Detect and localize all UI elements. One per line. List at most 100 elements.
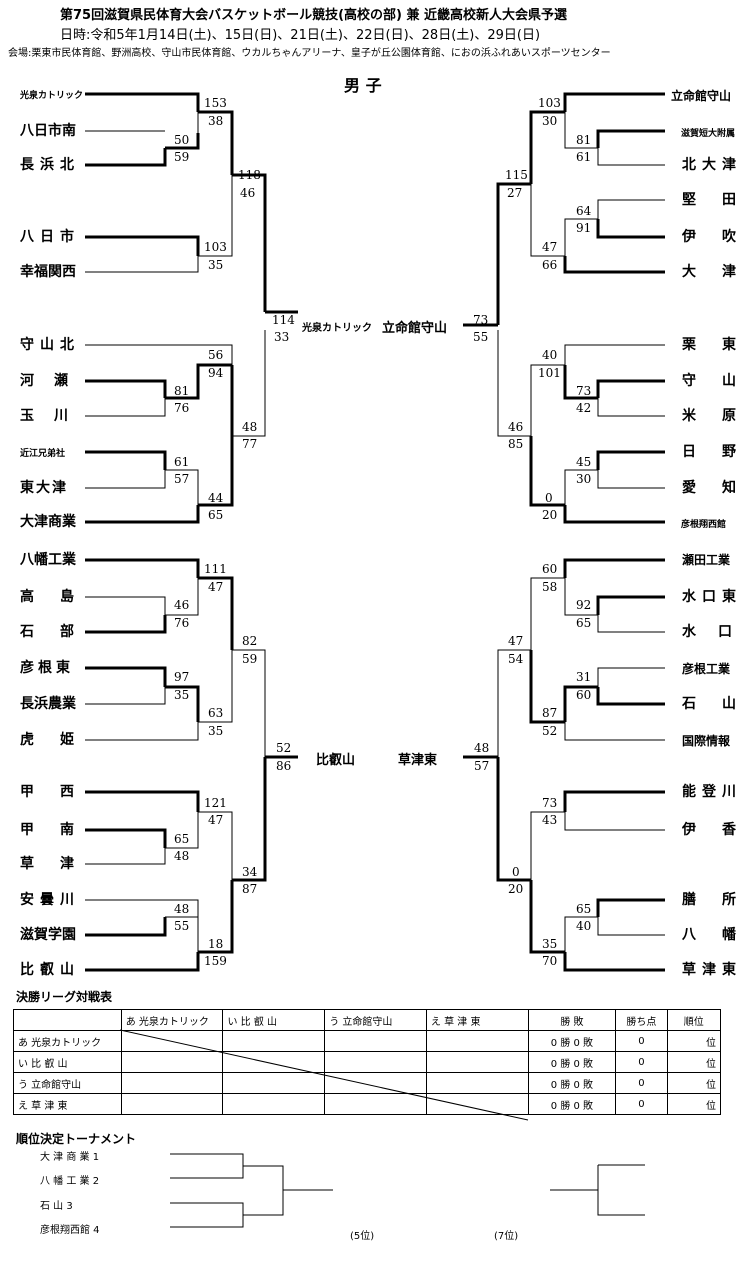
placement-entry: 石 山 3 xyxy=(40,1201,73,1212)
score-top: 65 xyxy=(174,832,190,846)
right-team: 瀬田工業 xyxy=(682,553,731,567)
score-top: 118 xyxy=(238,168,261,182)
right-team: 滋賀短大附属 xyxy=(681,129,736,139)
score-bottom: 35 xyxy=(174,688,190,702)
right-team: 膳所 xyxy=(682,892,736,908)
score-top: 47 xyxy=(542,240,558,254)
left-team: 守山北 xyxy=(20,337,80,353)
score-top: 61 xyxy=(174,455,190,469)
right-team: 日野 xyxy=(682,444,736,460)
score-top: 153 xyxy=(204,96,227,110)
placement-lines xyxy=(170,1153,645,1228)
score-bottom: 76 xyxy=(174,616,190,630)
league-diagonal xyxy=(119,1029,529,1121)
score-bottom: 48 xyxy=(174,849,190,863)
placement-seventh: (7位) xyxy=(494,1231,519,1242)
right-team: 彦根工業 xyxy=(682,662,731,676)
score-top: 92 xyxy=(576,598,592,612)
right-team: 伊吹 xyxy=(682,229,736,245)
league-rank: 位 xyxy=(666,1093,722,1115)
left-team: 近江兄弟社 xyxy=(20,449,66,459)
league-row: い 比 叡 山 0 勝 0 敗 0 位 xyxy=(13,1051,722,1073)
score-top: 0 xyxy=(545,491,553,505)
score-bottom: 47 xyxy=(208,580,224,594)
score-bottom: 30 xyxy=(576,472,592,486)
score-bottom: 47 xyxy=(208,813,224,827)
division-title: 男 子 xyxy=(344,76,382,95)
score-bottom: 159 xyxy=(204,954,227,968)
league-row-label: え 草 津 東 xyxy=(13,1093,122,1115)
score-top: 34 xyxy=(242,865,258,879)
left-team: 八幡工業 xyxy=(20,552,76,568)
score-bottom: 86 xyxy=(276,759,292,773)
score-bottom: 65 xyxy=(208,508,224,522)
score-top: 48 xyxy=(242,420,258,434)
left-team: 大津商業 xyxy=(20,514,76,530)
schedule-dates: 日時:令和5年1月14日(土)、15日(日)、21日(土)、22日(日)、28日… xyxy=(60,28,541,43)
right-team: 能登川 xyxy=(682,784,742,800)
score-bottom: 38 xyxy=(208,114,224,128)
right-team: 石山 xyxy=(682,696,736,712)
left-team: 河瀬 xyxy=(20,373,88,389)
score-bottom: 59 xyxy=(242,652,258,666)
right-team: 守山 xyxy=(682,373,736,389)
left-team: 石部 xyxy=(20,624,100,640)
score-top: 44 xyxy=(208,491,224,505)
finalist-top-right: 立命館守山 xyxy=(382,321,448,336)
score-bottom: 33 xyxy=(274,330,290,344)
left-team: 幸福関西 xyxy=(20,264,76,280)
score-bottom: 27 xyxy=(507,186,523,200)
venue-list: 会場:栗東市民体育館、野洲高校、守山市民体育館、ウカルちゃんアリーナ、皇子が丘公… xyxy=(8,48,611,59)
score-top: 52 xyxy=(276,741,292,755)
score-bottom: 76 xyxy=(174,401,190,415)
score-top: 18 xyxy=(208,937,224,951)
left-team: 彦根東 xyxy=(20,660,74,676)
score-top: 103 xyxy=(538,96,561,110)
left-team: 高島 xyxy=(20,589,100,605)
score-bottom: 59 xyxy=(174,150,190,164)
score-top: 121 xyxy=(204,796,227,810)
score-top: 111 xyxy=(204,562,227,576)
left-bottom-lines xyxy=(85,558,298,972)
score-top: 48 xyxy=(474,741,490,755)
right-team: 彦根翔西館 xyxy=(681,520,727,530)
score-top: 115 xyxy=(505,168,528,182)
left-team: 安曇川 xyxy=(20,892,80,908)
score-bottom: 20 xyxy=(542,508,558,522)
score-top: 47 xyxy=(508,634,524,648)
right-team: 堅田 xyxy=(682,192,736,208)
right-team: 立命館守山 xyxy=(671,89,732,103)
left-team: 玉川 xyxy=(20,408,88,424)
left-team: 草津 xyxy=(20,856,100,872)
left-team: 滋賀学園 xyxy=(20,927,76,943)
league-cell xyxy=(425,1093,529,1115)
score-bottom: 43 xyxy=(542,813,558,827)
right-bottom-lines xyxy=(463,558,665,972)
right-team: 愛知 xyxy=(682,480,736,496)
left-team: 長浜北 xyxy=(20,157,80,173)
right-team: 八幡 xyxy=(682,927,736,943)
score-top: 60 xyxy=(542,562,558,576)
score-top: 73 xyxy=(576,384,592,398)
score-bottom: 65 xyxy=(576,616,592,630)
score-top: 73 xyxy=(542,796,558,810)
league-table: あ 光泉カトリック い 比 叡 山 う 立命館守山 え 草 津 東 勝 敗 勝ち… xyxy=(13,1009,722,1115)
placement-title: 順位決定トーナメント xyxy=(16,1132,137,1146)
finalist-bottom-left: 比叡山 xyxy=(316,753,356,768)
score-top: 48 xyxy=(174,902,190,916)
score-bottom: 77 xyxy=(242,437,258,451)
score-top: 65 xyxy=(576,902,592,916)
finalist-bottom-right: 草津東 xyxy=(398,753,438,768)
score-top: 81 xyxy=(576,133,592,147)
score-bottom: 87 xyxy=(242,882,258,896)
right-team: 栗東 xyxy=(682,337,736,353)
score-bottom: 55 xyxy=(174,919,190,933)
score-bottom: 20 xyxy=(508,882,524,896)
score-top: 0 xyxy=(512,865,520,879)
league-row: え 草 津 東 0 勝 0 敗 0 位 xyxy=(13,1093,722,1115)
score-top: 35 xyxy=(542,937,558,951)
score-top: 46 xyxy=(174,598,190,612)
score-top: 114 xyxy=(272,313,295,327)
score-top: 82 xyxy=(242,634,258,648)
score-bottom: 70 xyxy=(542,954,558,968)
